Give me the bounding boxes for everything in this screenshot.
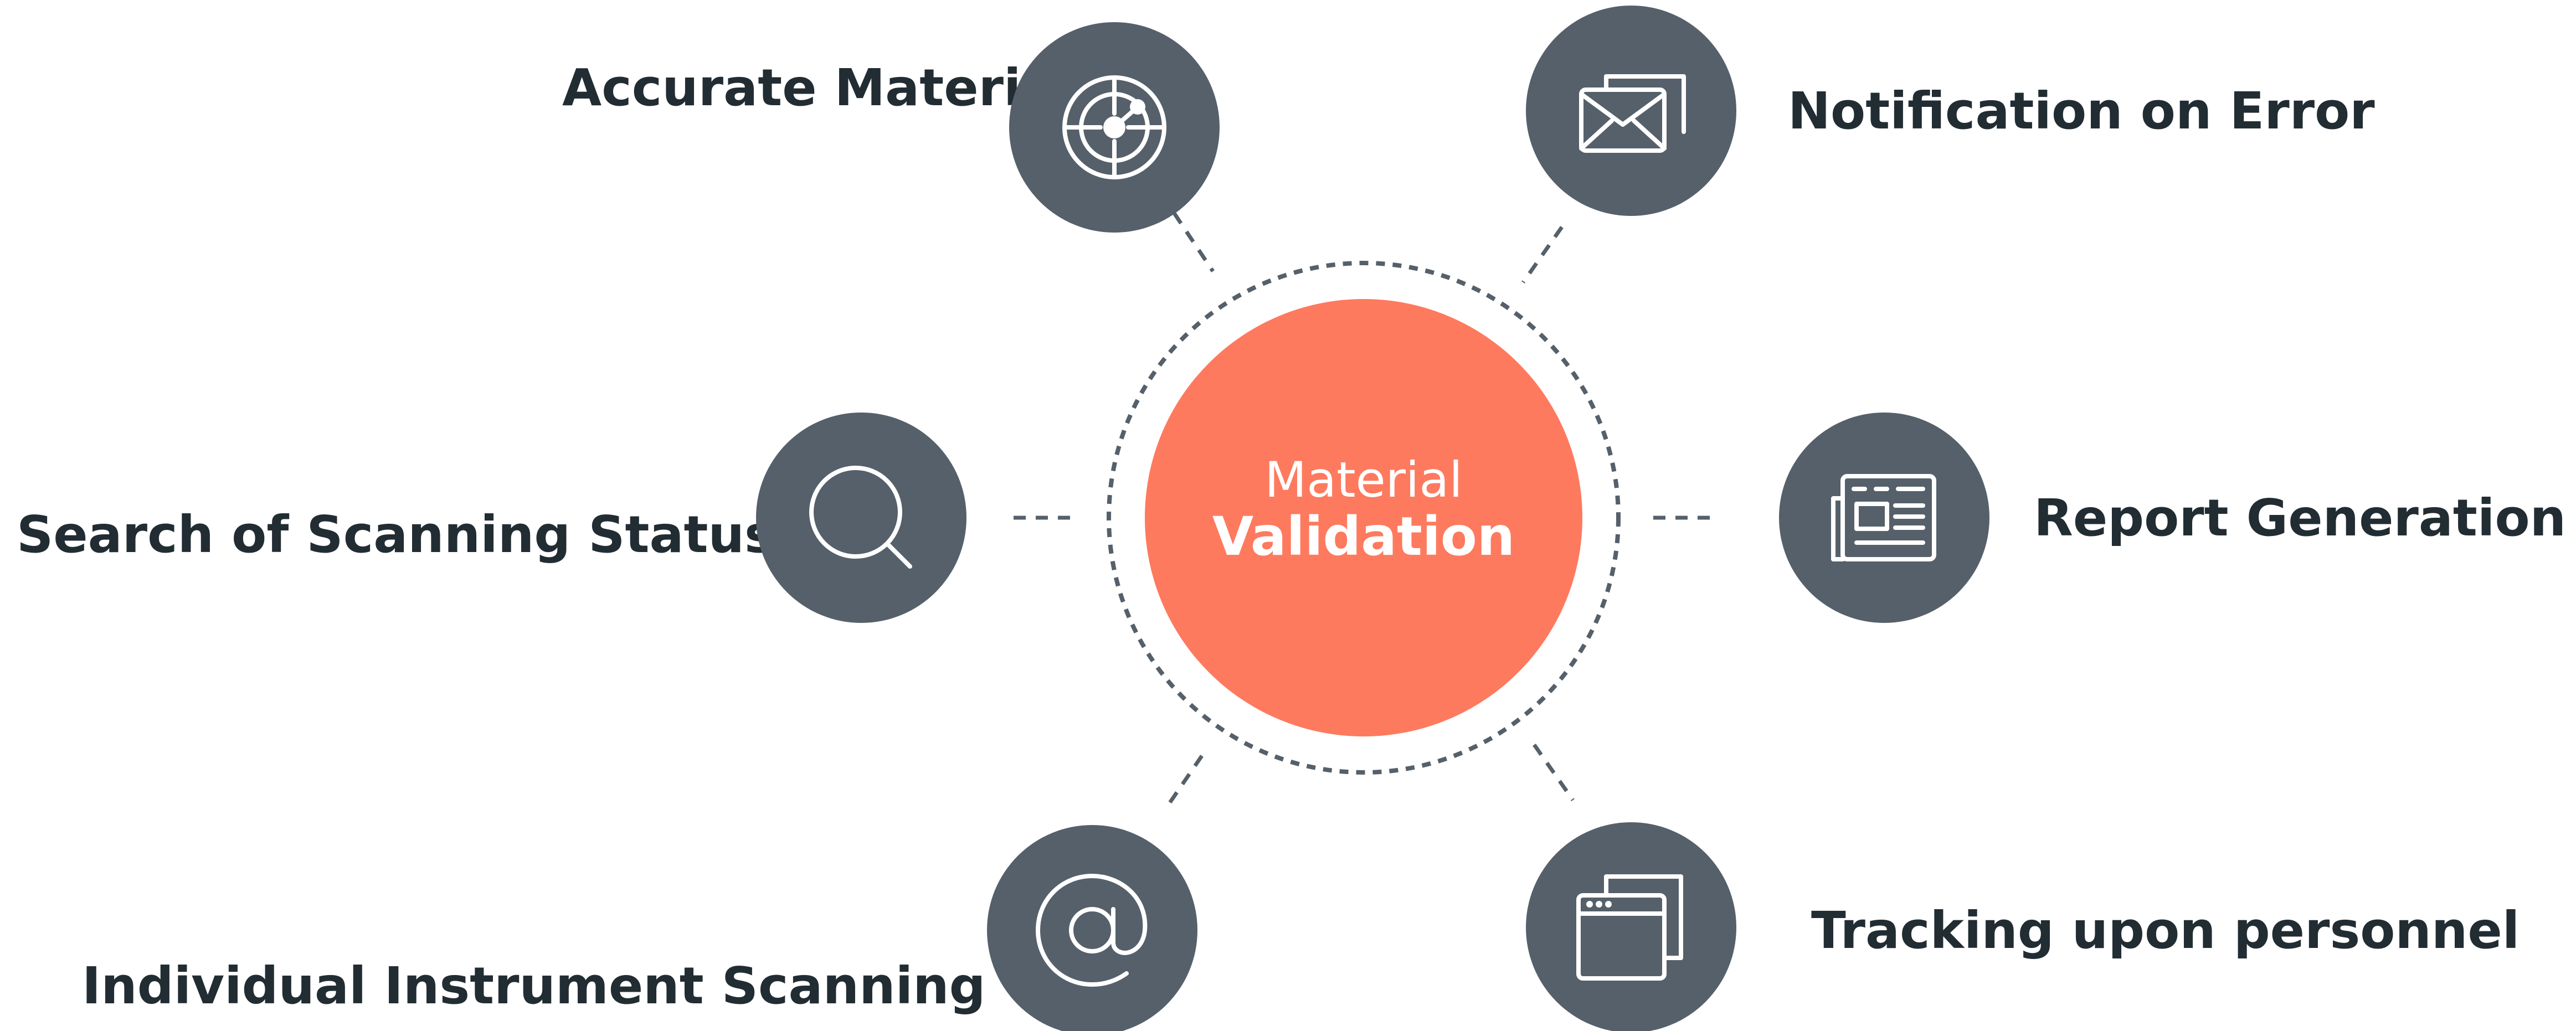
- node-circle-scan: [987, 825, 1197, 1031]
- envelope-icon: [1579, 74, 1686, 153]
- browser-windows-icon: [1576, 874, 1683, 981]
- connector-accurate: [1173, 212, 1215, 272]
- label-track: Tracking upon personnel: [1811, 901, 2520, 960]
- connector-notify: [1521, 225, 1564, 284]
- node-report: Report Generation: [1779, 413, 2566, 623]
- node-circle-notify: [1526, 6, 1736, 216]
- connector-track: [1533, 743, 1575, 802]
- node-scan: Individual Instrument Scanning: [82, 825, 1197, 1031]
- center-circle: [1145, 299, 1582, 736]
- target-icon: [1062, 75, 1166, 179]
- label-report: Report Generation: [2034, 488, 2566, 548]
- node-circle-search: [756, 413, 966, 623]
- newspaper-icon: [1831, 474, 1936, 561]
- center-title-line2: Validation: [1212, 506, 1515, 568]
- search-icon: [809, 466, 912, 569]
- connectors: [1014, 212, 1714, 810]
- node-circle-track: [1526, 822, 1736, 1031]
- connector-scan: [1164, 755, 1204, 810]
- center-title-line1: Material: [1264, 451, 1463, 508]
- node-accurate: Accurate Materia: [562, 22, 1220, 233]
- label-scan: Individual Instrument Scanning: [82, 956, 985, 1015]
- label-accurate: Accurate Materia: [562, 58, 1056, 117]
- label-search: Search of Scanning Status: [17, 505, 775, 564]
- node-circle-report: [1779, 413, 1989, 623]
- node-search: Search of Scanning Status: [17, 413, 966, 623]
- at-sign-icon: [1036, 874, 1148, 987]
- node-track: Tracking upon personnel: [1526, 822, 2520, 1031]
- node-notify: Notification on Error: [1526, 6, 2375, 216]
- center-dashed-ring: [1107, 261, 1621, 775]
- label-notify: Notification on Error: [1788, 81, 2375, 141]
